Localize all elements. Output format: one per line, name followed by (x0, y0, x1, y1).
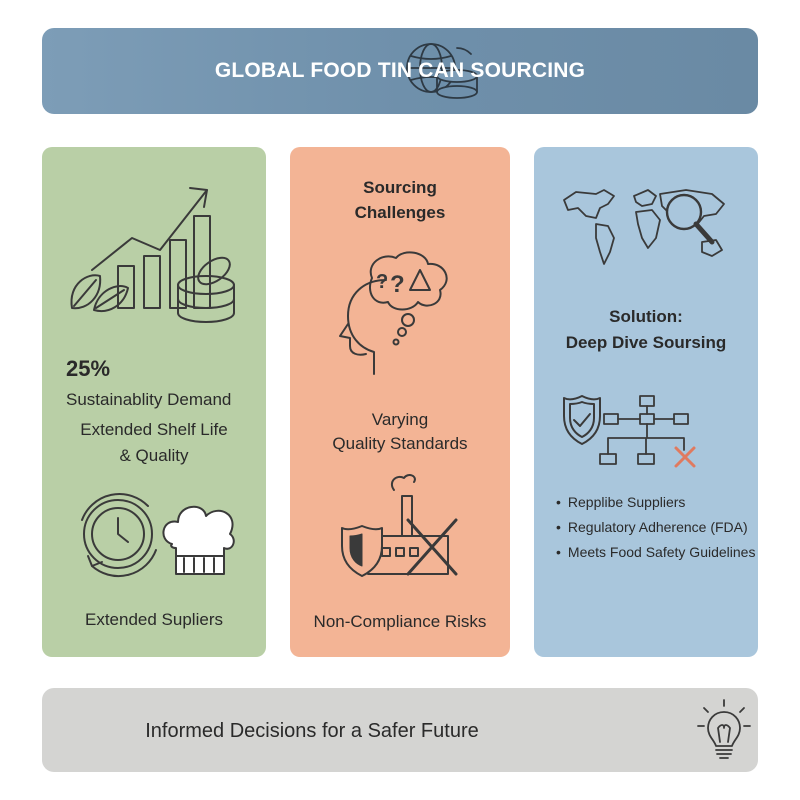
challenges-title-1: Sourcing (363, 178, 437, 197)
svg-text:?: ? (376, 271, 388, 293)
world-map-search-icon (563, 189, 725, 265)
header-banner: GLOBAL FOOD TIN CAN SOURCING (42, 28, 758, 114)
lightbulb-icon (697, 699, 751, 759)
demand-line-2: Extended Shelf Life (80, 420, 228, 439)
challenges-text-1: Varying (371, 410, 429, 429)
challenges-panel (290, 147, 510, 657)
demand-line-3: & Quality (119, 446, 189, 465)
shield-check-icon (563, 395, 601, 445)
solution-title-2: Deep Dive Soursing (565, 333, 727, 352)
demand-panel (42, 147, 266, 657)
challenges-footer-label: Non-Compliance Risks (313, 612, 487, 631)
footer-banner: Informed Decisions for a Safer Future (42, 688, 758, 772)
demand-line-1: Sustainablity Demand (66, 390, 232, 409)
solution-title-1: Solution: (609, 307, 683, 326)
challenges-title-2: Challenges (354, 203, 446, 222)
globe-can-icon (406, 43, 478, 99)
solution-bullet-2: Regulatory Adherence (FDA) (556, 519, 755, 544)
challenges-text-2: Quality Standards (332, 434, 468, 453)
clock-icon (81, 493, 157, 577)
solution-panel (534, 147, 758, 657)
solution-bullet-3: Meets Food Safety Guidelines (556, 544, 756, 569)
footer-text: Informed Decisions for a Safer Future (145, 720, 479, 742)
demand-stat: 25% (66, 356, 111, 381)
tin-can-icon (177, 256, 235, 323)
supply-tree-icon (599, 395, 696, 468)
page-title: GLOBAL FOOD TIN CAN SOURCING (214, 59, 586, 82)
chef-hat-icon (162, 506, 235, 575)
solution-bullet-1: Repplibe Suppliers (556, 494, 755, 519)
leaf-icon (70, 274, 129, 312)
svg-text:?: ? (390, 271, 405, 298)
thinking-head-icon: ? ? (339, 251, 448, 375)
solution-bullets: Repplibe Suppliers Regulatory Adherence … (556, 494, 756, 569)
factory-cross-icon (341, 474, 458, 577)
demand-footer-label: Extended Supliers (85, 610, 223, 629)
